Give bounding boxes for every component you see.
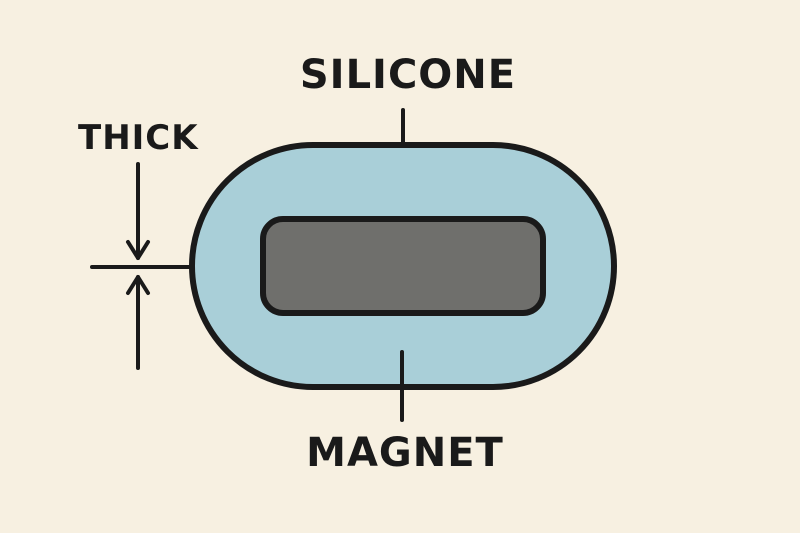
magnet-core xyxy=(260,216,546,316)
thickness-arrow-down-icon xyxy=(126,162,150,260)
magnet-label: MAGNET xyxy=(306,430,504,476)
thickness-label: THICK xyxy=(78,118,199,158)
silicone-label: SILICONE xyxy=(299,52,517,98)
thickness-arrow-up-icon xyxy=(126,275,150,370)
